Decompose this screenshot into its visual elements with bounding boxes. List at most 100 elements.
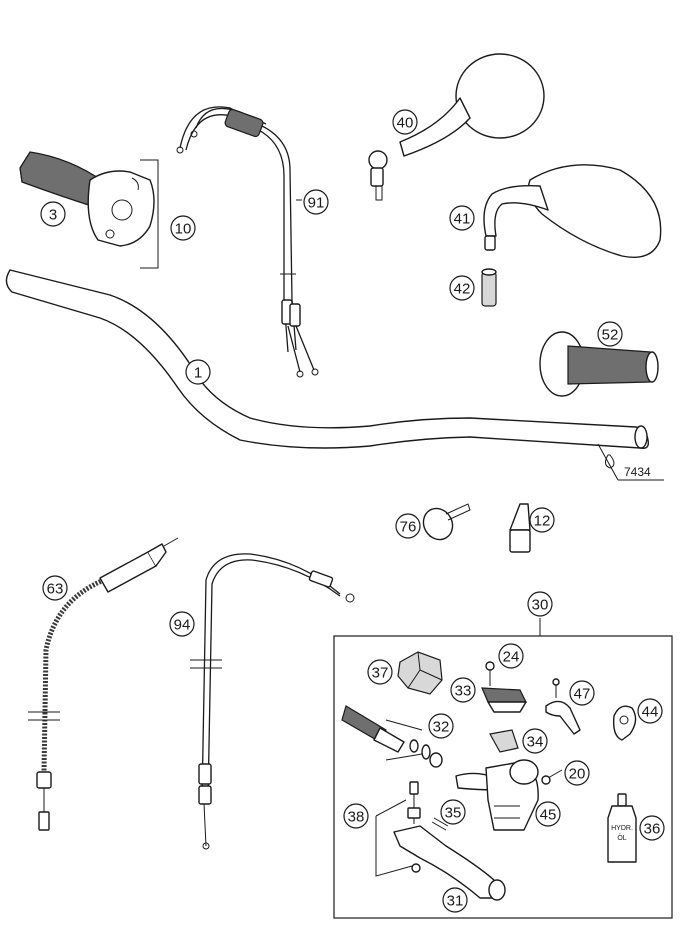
callout-circle-31 <box>442 887 468 913</box>
callout-circle-30 <box>527 591 553 617</box>
hydraulic-oil-bottle-part: HYDR. ÖL <box>607 793 637 863</box>
callout-38: 38 <box>343 803 369 829</box>
callout-91: 91 <box>303 189 329 215</box>
callout-20: 20 <box>564 760 590 786</box>
callout-47: 47 <box>569 680 595 706</box>
master-cylinder-part <box>455 759 539 831</box>
callout-circle-63 <box>42 575 68 601</box>
callout-circle-20 <box>564 760 590 786</box>
callout-label-52: 52 <box>602 327 619 344</box>
callout-label-30: 30 <box>532 597 549 614</box>
callout-label-3: 3 <box>49 207 57 224</box>
callout-label-41: 41 <box>454 211 471 228</box>
lever-pin-part <box>431 817 449 831</box>
mirror-right-part <box>483 164 662 258</box>
callout-circle-24 <box>498 643 524 669</box>
callout-circle-32 <box>428 713 454 739</box>
callout-circle-42 <box>449 275 475 301</box>
callout-52: 52 <box>597 321 623 347</box>
callout-label-76: 76 <box>400 519 417 536</box>
callout-label-32: 32 <box>433 719 450 736</box>
callout-42: 42 <box>449 275 475 301</box>
callout-94: 94 <box>169 611 195 637</box>
leader-32 <box>385 719 423 761</box>
callout-24: 24 <box>498 643 524 669</box>
throttle-cable-set-part <box>176 106 319 378</box>
callout-63: 63 <box>42 575 68 601</box>
cover-screw-part <box>485 661 495 686</box>
callout-label-40: 40 <box>397 115 414 132</box>
callout-label-24: 24 <box>503 649 520 666</box>
bottle-label-line1: HYDR. <box>611 825 633 832</box>
callout-30: 30 <box>527 591 553 617</box>
callout-label-94: 94 <box>174 617 191 634</box>
callout-circle-38 <box>343 803 369 829</box>
callout-label-31: 31 <box>447 893 464 910</box>
callout-45: 45 <box>535 801 561 827</box>
handlebar-part <box>5 269 650 469</box>
piston-kit-part <box>341 705 443 768</box>
callout-label-20: 20 <box>569 766 586 783</box>
callout-circle-12 <box>529 507 555 533</box>
throttle-grip-part <box>19 151 155 247</box>
switch-clamp-part <box>612 705 637 741</box>
adjuster-screw-part <box>541 769 563 785</box>
callout-label-47: 47 <box>574 686 591 703</box>
callout-label-34: 34 <box>527 734 544 751</box>
reservoir-bracket-part <box>489 729 519 753</box>
callout-label-44: 44 <box>642 704 659 721</box>
callout-circle-40 <box>392 109 418 135</box>
callout-32: 32 <box>428 713 454 739</box>
brake-assembly-frame <box>333 635 673 919</box>
callout-label-1: 1 <box>194 365 202 382</box>
ref-leader <box>597 443 619 481</box>
clutch-cable-part <box>28 537 179 831</box>
callout-41: 41 <box>449 205 475 231</box>
callout-34: 34 <box>522 728 548 754</box>
mirror-adapter-part <box>481 268 497 307</box>
callout-44: 44 <box>637 698 663 724</box>
callout-12: 12 <box>529 507 555 533</box>
clamp-part <box>397 651 443 695</box>
callout-circle-36 <box>639 815 665 841</box>
leader-38 <box>375 799 413 877</box>
housing-bracket <box>140 159 159 269</box>
callout-circle-47 <box>569 680 595 706</box>
callout-label-45: 45 <box>540 807 557 824</box>
callout-circle-41 <box>449 205 475 231</box>
callout-label-63: 63 <box>47 581 64 598</box>
callout-circle-76 <box>395 513 421 539</box>
callout-circle-3 <box>40 201 66 227</box>
grease-tube-part <box>509 503 531 553</box>
callout-label-91: 91 <box>308 195 325 212</box>
brake-cable-part <box>190 553 355 850</box>
callout-36: 36 <box>639 815 665 841</box>
callout-76: 76 <box>395 513 421 539</box>
lever-holder-part <box>545 678 581 735</box>
callout-circle-44 <box>637 698 663 724</box>
callout-40: 40 <box>392 109 418 135</box>
callout-label-36: 36 <box>644 821 661 838</box>
callout-layer: 1 3 10 12 20 24 30 31 32 33 34 35 36 37 38 40 41 42 44 45 47… <box>40 109 665 913</box>
callout-label-10: 10 <box>175 221 192 238</box>
callout-circle-45 <box>535 801 561 827</box>
callout-circle-91 <box>303 189 329 215</box>
callout-label-42: 42 <box>454 281 471 298</box>
bottle-label-line2: ÖL <box>617 834 626 842</box>
callout-label-12: 12 <box>534 513 551 530</box>
callout-circle-10 <box>170 215 196 241</box>
callout-circle-35 <box>440 799 466 825</box>
left-grip-part <box>539 331 659 397</box>
callout-circle-94 <box>169 611 195 637</box>
callout-circle-1 <box>185 359 211 385</box>
reservoir-cover-part <box>481 687 527 713</box>
callout-37: 37 <box>367 659 393 685</box>
pivot-bolt-part <box>407 781 421 873</box>
callout-circle-34 <box>522 728 548 754</box>
callout-label-33: 33 <box>455 683 472 700</box>
callout-label-38: 38 <box>348 809 365 826</box>
callout-35: 35 <box>440 799 466 825</box>
callout-label-35: 35 <box>445 805 462 822</box>
brake-lever-part <box>393 825 506 901</box>
